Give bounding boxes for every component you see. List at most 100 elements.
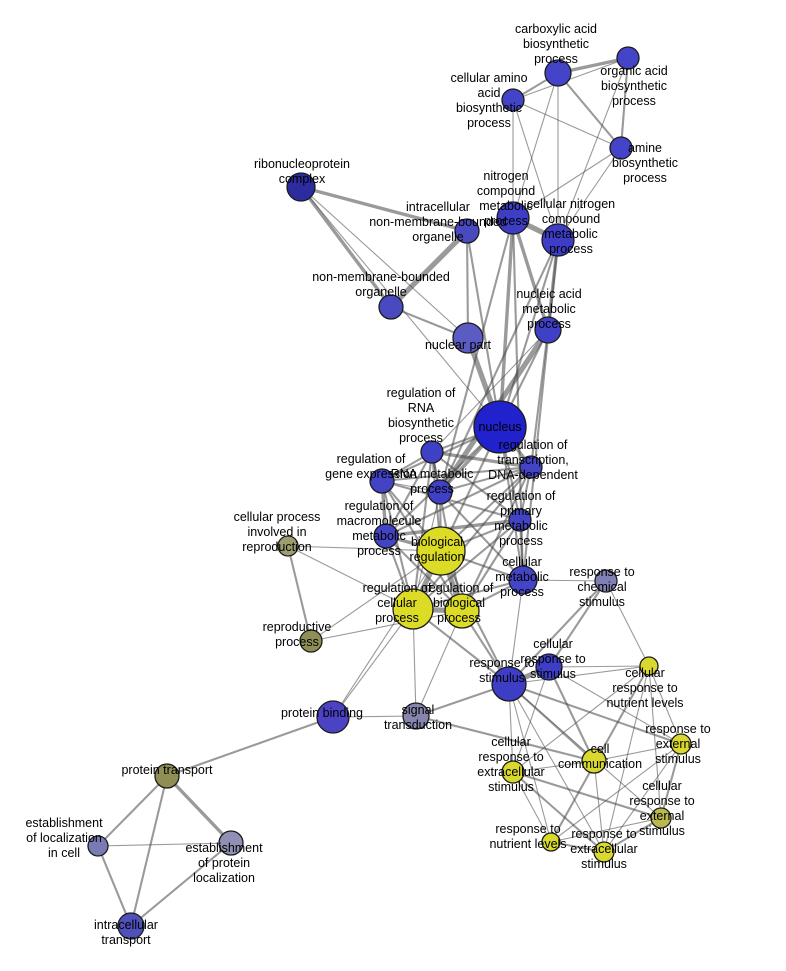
graph-edge-crstim-rchem xyxy=(547,579,608,669)
graph-node-cnitro[interactable] xyxy=(541,223,575,257)
graph-node-rcp[interactable] xyxy=(392,588,434,630)
graph-node-rrb[interactable] xyxy=(420,440,444,464)
graph-edge-nitro-nucleus xyxy=(498,216,515,429)
graph-edge-sigt-ccomm xyxy=(414,714,596,763)
graph-node-nam[interactable] xyxy=(534,316,562,344)
graph-edge-rext-crexts xyxy=(659,742,683,820)
graph-edge-rstim-crexts xyxy=(508,683,662,819)
graph-edge-rstim-crnl xyxy=(508,665,650,685)
graph-node-rextracell[interactable] xyxy=(593,841,615,863)
graph-node-nmbo[interactable] xyxy=(378,294,404,320)
graph-edge-nam-rrb xyxy=(431,329,549,453)
graph-edge-rpm-rbp xyxy=(460,518,522,613)
graph-edge-ptrans-epl xyxy=(165,774,233,845)
graph-node-rpm[interactable] xyxy=(508,508,532,532)
graph-node-amino[interactable] xyxy=(501,88,525,112)
graph-node-crnl[interactable] xyxy=(639,656,659,676)
graph-edge-cnitro-rnam xyxy=(438,238,560,494)
graph-edge-carb-nitro xyxy=(512,72,559,219)
graph-node-crextr[interactable] xyxy=(501,760,525,784)
graph-node-elic[interactable] xyxy=(87,835,109,857)
graph-edge-crstim-crnl xyxy=(548,665,650,668)
node-label-pbind: protein binding xyxy=(281,706,363,720)
graph-edge-crstim-ccomm xyxy=(547,665,596,763)
graph-edge-orga-amino xyxy=(512,57,629,101)
graph-node-inmbo[interactable] xyxy=(454,218,480,244)
graph-edge-rext-ccomm xyxy=(593,743,682,762)
graph-edge-rcp-cpir xyxy=(287,545,414,610)
graph-node-rmm[interactable] xyxy=(373,523,399,549)
graph-node-rtdd[interactable] xyxy=(519,455,543,479)
graph-node-ribo[interactable] xyxy=(286,172,316,202)
graph-edge-amino-amine xyxy=(512,99,622,149)
graph-node-rext[interactable] xyxy=(670,733,692,755)
graph-edge-crextr-crexts xyxy=(511,770,663,820)
graph-edge-rtdd-rmm xyxy=(384,465,533,538)
graph-edge-crnl-rext xyxy=(648,665,682,745)
node-label-npart: nuclear part xyxy=(425,338,492,352)
edge-layer xyxy=(96,56,683,928)
graph-edge-rpm-rmm xyxy=(384,518,522,538)
graph-edge-bioreg-cpir xyxy=(287,545,442,552)
graph-node-bioreg[interactable] xyxy=(416,526,466,576)
graph-edge-rstim-rnl xyxy=(508,683,552,843)
graph-node-nucleus[interactable] xyxy=(473,400,527,454)
graph-node-ptrans[interactable] xyxy=(154,763,180,789)
node-label-ptrans: protein transport xyxy=(121,763,213,777)
graph-node-ccomm[interactable] xyxy=(581,748,607,774)
graph-edge-amine-nitro xyxy=(512,147,622,219)
graph-node-crstim[interactable] xyxy=(535,653,563,681)
graph-node-amine[interactable] xyxy=(609,136,633,160)
graph-node-epl[interactable] xyxy=(218,830,244,856)
graph-edge-orga-cnitro xyxy=(557,57,629,241)
graph-node-orga[interactable] xyxy=(616,46,640,70)
graph-node-rbp[interactable] xyxy=(444,593,480,629)
graph-edge-crnl-rextracell xyxy=(603,665,650,853)
graph-edge-rrb-rtdd xyxy=(430,450,533,469)
graph-node-crexts[interactable] xyxy=(650,807,672,829)
graph-node-nitro[interactable] xyxy=(496,201,530,235)
graph-edge-inmbo-npart xyxy=(465,229,470,340)
graph-edge-rpm-rcp xyxy=(411,518,522,611)
graph-edge-nitro-nam xyxy=(511,216,550,332)
graph-node-cpir[interactable] xyxy=(277,535,299,557)
graph-node-npart[interactable] xyxy=(452,322,484,354)
graph-node-rstim[interactable] xyxy=(491,666,527,702)
graph-node-sigt[interactable] xyxy=(402,702,430,730)
graph-edge-rstim-rext xyxy=(507,682,683,746)
graph-edge-elic-itrans xyxy=(96,844,133,928)
graph-node-repro[interactable] xyxy=(299,629,323,653)
graph-edge-rbp-repro xyxy=(310,610,463,642)
graph-node-rnl[interactable] xyxy=(541,832,561,852)
graph-node-rge[interactable] xyxy=(369,468,395,494)
graph-node-itrans[interactable] xyxy=(117,912,145,940)
graph-node-pbind[interactable] xyxy=(316,700,350,734)
graph-node-cmet[interactable] xyxy=(508,565,538,595)
graph-edge-ptrans-itrans xyxy=(129,774,169,928)
graph-node-rchem[interactable] xyxy=(594,569,618,593)
graph-node-rnam[interactable] xyxy=(427,479,453,505)
graph-node-carb[interactable] xyxy=(544,59,572,87)
graph-edge-rstim-rextracell xyxy=(508,683,605,853)
